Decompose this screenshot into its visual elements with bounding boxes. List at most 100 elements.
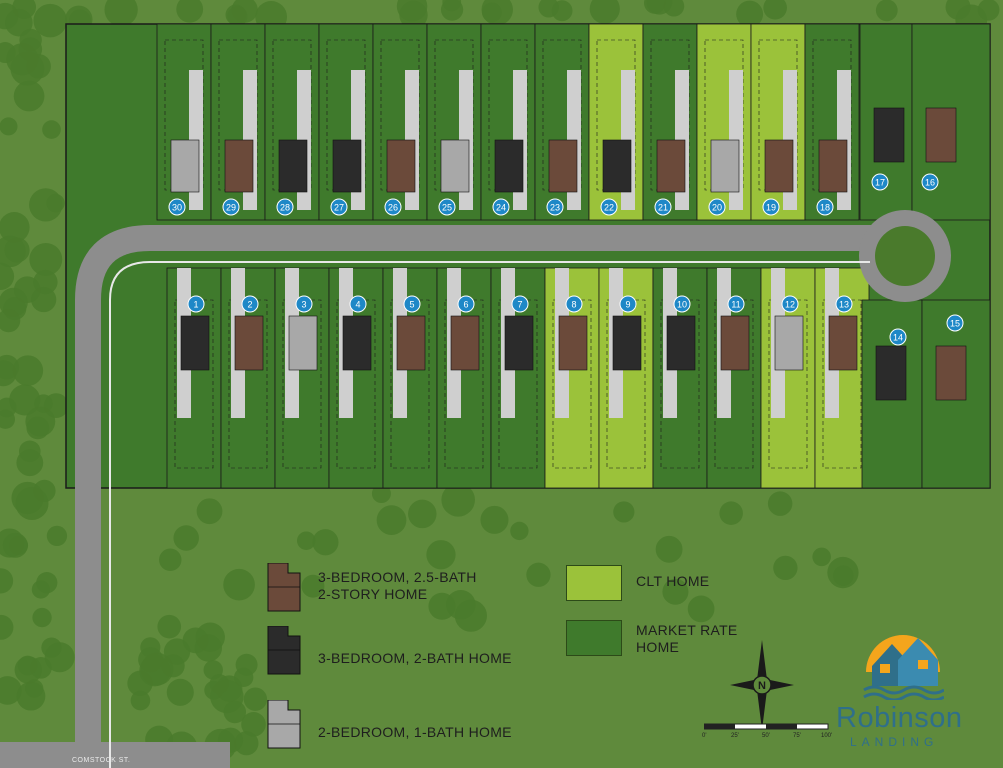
lot-number-26: 26: [388, 203, 398, 213]
gray-house-icon: [774, 315, 804, 371]
tree-canopy-icon: [773, 555, 798, 581]
lot-number-marker: [781, 295, 799, 313]
setback-line: [822, 299, 862, 469]
brown-house-icon: [386, 139, 416, 193]
tree-canopy-icon: [408, 499, 437, 529]
setback-line: [228, 299, 268, 469]
lot-number-23: 23: [550, 203, 560, 213]
tree-canopy-icon: [0, 212, 30, 243]
lot-number-marker: [295, 295, 313, 313]
lot-number-marker: [600, 198, 618, 216]
lot-number-10: 10: [677, 300, 687, 310]
setback-line: [552, 299, 592, 469]
legend-lot-label: CLT HOME: [636, 573, 710, 589]
tree-canopy-icon: [399, 0, 428, 30]
tree-canopy-icon: [426, 540, 456, 570]
setback-line: [336, 299, 376, 469]
setback-line: [282, 299, 322, 469]
street-label: COMSTOCK ST.: [72, 757, 131, 764]
tree-canopy-icon: [32, 607, 52, 628]
lot-number-marker: [835, 295, 853, 313]
tree-canopy-icon: [719, 501, 743, 525]
tree-canopy-icon: [243, 687, 268, 711]
tree-canopy-icon: [104, 0, 138, 27]
lot-number-13: 13: [839, 300, 849, 310]
lot-number-2: 2: [247, 300, 252, 310]
lot-number-marker: [619, 295, 637, 313]
tree-canopy-icon: [16, 449, 44, 477]
black-house-icon: [602, 139, 632, 193]
tree-canopy-icon: [194, 634, 223, 662]
tree-canopy-icon: [9, 384, 41, 416]
tree-canopy-icon: [25, 406, 56, 437]
tree-canopy-icon: [138, 647, 164, 673]
tree-canopy-icon: [538, 0, 559, 18]
lot-number-22: 22: [604, 203, 614, 213]
tree-canopy-icon: [196, 498, 223, 525]
tree-canopy-icon: [643, 0, 666, 14]
tree-canopy-icon: [589, 0, 620, 24]
tree-canopy-icon: [662, 578, 689, 605]
lot-number-7: 7: [517, 300, 522, 310]
gray-house-icon: [288, 315, 318, 371]
lot-number-marker: [222, 198, 240, 216]
lot-number-17: 17: [875, 178, 885, 188]
tree-canopy-icon: [25, 679, 44, 698]
lot-number-16: 16: [925, 178, 935, 188]
legend-lot-swatch: [566, 620, 622, 656]
black-house-icon: [504, 315, 534, 371]
scale-label-0: 0': [702, 733, 707, 739]
black-house-icon: [342, 315, 372, 371]
setback-line: [444, 299, 484, 469]
tree-canopy-icon: [296, 531, 316, 550]
tree-canopy-icon: [0, 614, 14, 640]
tree-canopy-icon: [127, 670, 153, 697]
tree-canopy-icon: [763, 0, 787, 20]
homes-layer: [170, 107, 967, 401]
tree-canopy-icon: [2, 532, 28, 558]
main-road: [75, 225, 880, 768]
lot-number-27: 27: [334, 203, 344, 213]
gray-house-icon: [267, 700, 301, 749]
lot-number-marker: [708, 198, 726, 216]
lot-number-21: 21: [658, 203, 668, 213]
tree-canopy-icon: [46, 193, 65, 213]
tree-canopy-icon: [44, 642, 75, 673]
scale-label-75: 75': [793, 733, 801, 739]
brown-house-icon: [396, 315, 426, 371]
tree-canopy-icon: [11, 481, 44, 515]
lot-number-marker: [727, 295, 745, 313]
lot-number-29: 29: [226, 203, 236, 213]
lot-number-marker: [384, 198, 402, 216]
tree-canopy-icon: [812, 547, 831, 567]
tree-canopy-icon: [176, 0, 204, 23]
lot-number-19: 19: [766, 203, 776, 213]
tree-canopy-icon: [13, 80, 45, 112]
lot-number-marker: [276, 198, 294, 216]
lot-number-12: 12: [785, 300, 795, 310]
setback-line: [390, 299, 430, 469]
lot-number-25: 25: [442, 203, 452, 213]
brown-house-icon: [558, 315, 588, 371]
lot-number-marker: [762, 198, 780, 216]
tree-canopy-icon: [33, 3, 67, 38]
tree-canopy-icon: [301, 574, 325, 598]
robinson-landing-logo-icon: [863, 635, 944, 700]
tree-canopy-icon: [440, 0, 464, 21]
legend-home-label: 3-BEDROOM, 2.5-BATH 2-STORY HOME: [318, 569, 477, 602]
legend-lot-label: MARKET RATE HOME: [636, 622, 738, 655]
lots-layer: [65, 23, 991, 489]
tree-canopy-icon: [46, 525, 68, 547]
lot-number-5: 5: [409, 300, 414, 310]
brown-house-icon: [764, 139, 794, 193]
lot-number-3: 3: [301, 300, 306, 310]
tree-canopy-icon: [235, 653, 258, 676]
black-house-icon: [278, 139, 308, 193]
lot-number-15: 15: [950, 319, 960, 329]
lot-number-marker: [921, 173, 939, 191]
setback-line: [498, 299, 538, 469]
tree-canopy-icon: [428, 592, 456, 620]
